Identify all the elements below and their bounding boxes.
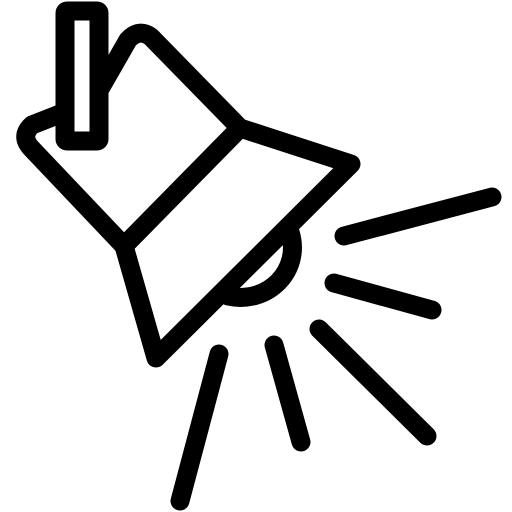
light-ray xyxy=(170,344,229,511)
lamp-hood xyxy=(114,118,361,368)
lamp-lens xyxy=(218,222,302,307)
light-ray xyxy=(309,319,437,446)
mount-bar xyxy=(55,1,109,151)
light-ray xyxy=(334,187,502,246)
light-ray xyxy=(264,335,311,452)
light-ray xyxy=(324,273,442,320)
